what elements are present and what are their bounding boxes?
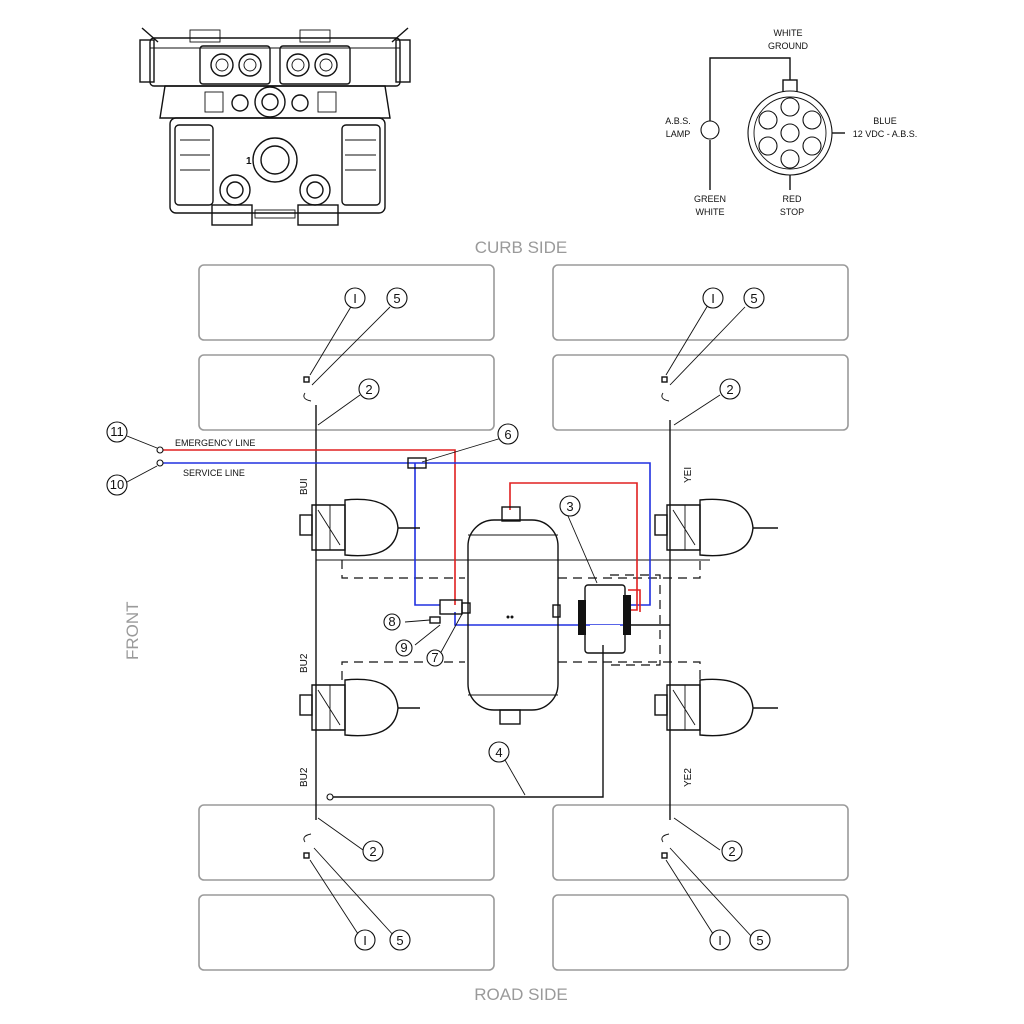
wheel-road-front-outer (198, 894, 495, 971)
wheels (198, 264, 849, 971)
sensor-label-bu2-upper: BU2 (299, 653, 310, 673)
abs-lamp-symbol (700, 120, 720, 140)
callout-2-curb-rear: 2 (726, 382, 733, 397)
callout-10: 10 (110, 477, 124, 492)
callout-1-road-front: I (363, 933, 367, 948)
abs-valve-on-chassis (578, 584, 631, 654)
callout-4: 4 (495, 745, 502, 760)
wheel-road-rear-outer (552, 894, 849, 971)
axle-outlines (330, 559, 710, 680)
callout-11: 11 (110, 424, 124, 439)
brake-chamber-curb-front (299, 498, 420, 557)
callout-9: 9 (400, 640, 407, 655)
air-reservoir (467, 506, 561, 725)
blue-label: BLUE (873, 116, 897, 126)
wheel-curb-rear-outer (552, 264, 849, 341)
seven-pin-connector-diagram: WHITE GROUND A.B.S. LAMP BLUE 12 VDC - A… (665, 28, 917, 217)
wheel-curb-rear-inner (552, 354, 849, 431)
stop-label: STOP (780, 207, 804, 217)
fittings-7-8-9 (404, 457, 471, 655)
callout-2-road-rear: 2 (728, 844, 735, 859)
sensor-label-bu1: BUI (299, 478, 310, 495)
emergency-line-pipe (160, 449, 456, 605)
brake-chamber-curb-rear (654, 498, 778, 557)
air-lines (160, 449, 651, 626)
callouts: I 5 2 I 5 2 11 10 6 3 8 9 7 4 2 I 5 2 I … (106, 287, 771, 951)
callout-1-road-rear: I (718, 933, 722, 948)
curb-side-label: CURB SIDE (475, 238, 568, 257)
green-white-label: WHITE (696, 207, 725, 217)
sensor-label-ye1: YEI (683, 467, 694, 483)
sensor-cables (315, 405, 671, 820)
ground-label: GROUND (768, 41, 808, 51)
front-label: FRONT (123, 601, 142, 660)
green-label: GREEN (694, 194, 726, 204)
callout-1-curb-rear: I (711, 291, 715, 306)
callout-5-curb-rear: 5 (750, 291, 757, 306)
callout-2-road-front: 2 (369, 844, 376, 859)
sensor-label-ye2: YE2 (683, 768, 694, 787)
callout-leaders (309, 304, 753, 938)
red-label: RED (782, 194, 802, 204)
valve-port-marking: 1 (246, 156, 252, 167)
brake-chamber-road-front (299, 678, 420, 737)
callout-6: 6 (504, 427, 511, 442)
sensor-label-bu2-lower: BU2 (299, 767, 310, 787)
callout-5-road-front: 5 (396, 933, 403, 948)
abs-modulator-valve-drawing: 1 (139, 27, 411, 226)
abs-power-label: 12 VDC - A.B.S. (853, 129, 918, 139)
abs-label: A.B.S. (665, 116, 691, 126)
sensor-fittings (303, 376, 670, 859)
callout-8: 8 (388, 614, 395, 629)
callout-5-curb-front: 5 (393, 291, 400, 306)
white-label: WHITE (774, 28, 803, 38)
wheel-road-front-inner (198, 804, 495, 881)
callout-1-curb-front: I (353, 291, 357, 306)
wheel-road-rear-inner (552, 804, 849, 881)
service-line-label: SERVICE LINE (183, 468, 245, 478)
wheel-curb-front-inner (198, 354, 495, 431)
callout-2-curb-front: 2 (365, 382, 372, 397)
road-side-label: ROAD SIDE (474, 985, 568, 1004)
brake-chamber-road-rear (654, 678, 778, 737)
callout-3: 3 (566, 499, 573, 514)
callout-5-road-rear: 5 (756, 933, 763, 948)
service-line-pipe (160, 462, 651, 606)
lamp-label: LAMP (666, 129, 691, 139)
emergency-line-label: EMERGENCY LINE (175, 438, 255, 448)
callout-7: 7 (431, 650, 438, 665)
